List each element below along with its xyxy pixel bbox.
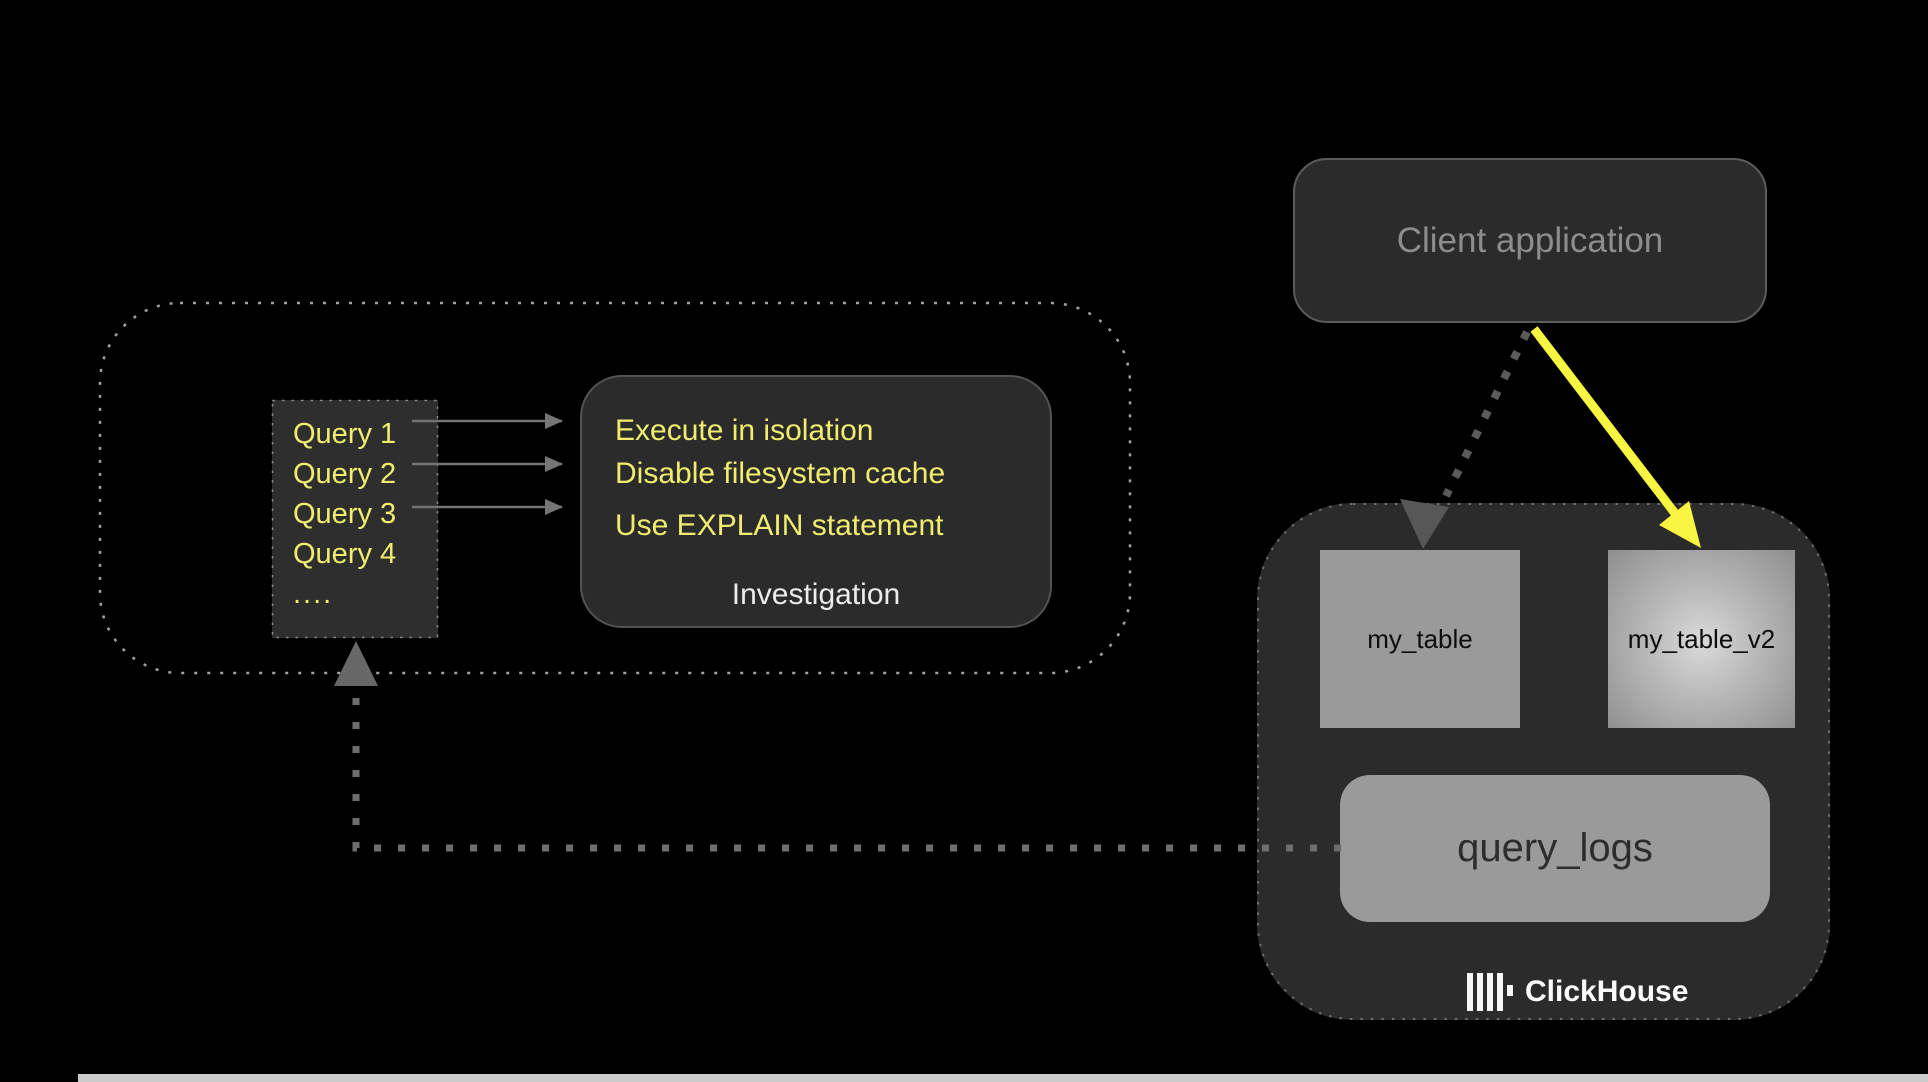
query-list-box: Query 1 Query 2 Query 3 Query 4 .... <box>272 400 438 638</box>
query-item: Query 4 <box>293 538 397 570</box>
investigation-tip-2: Disable filesystem cache <box>615 457 946 490</box>
my-table-v2-label: my_table_v2 <box>1627 623 1776 654</box>
investigation-tip-1: Execute in isolation <box>615 414 874 447</box>
clickhouse-bars-icon <box>1487 973 1493 1011</box>
my-table-v2-box: my_table_v2 <box>1608 550 1795 728</box>
query-item: Query 1 <box>293 418 397 450</box>
investigation-box: Execute in isolation Disable filesystem … <box>580 375 1052 628</box>
client-application-box: Client application <box>1293 158 1767 323</box>
my-table-box: my_table <box>1320 550 1520 728</box>
my-table-label: my_table <box>1367 623 1473 654</box>
feedback-up-arrowhead <box>334 641 378 686</box>
query-logs-box: query_logs <box>1340 775 1770 922</box>
clickhouse-dot-icon <box>1507 984 1513 996</box>
clickhouse-bars-icon <box>1467 973 1473 1011</box>
query-item: Query 2 <box>293 458 397 490</box>
clickhouse-logo: ClickHouse <box>1467 972 1688 1012</box>
client-application-label: Client application <box>1396 220 1664 260</box>
clickhouse-wordmark: ClickHouse <box>1525 975 1689 1008</box>
clickhouse-bars-icon <box>1497 973 1503 1011</box>
client-to-mytable-dotted-arrow <box>1442 330 1531 498</box>
investigation-tips: Execute in isolation Disable filesystem … <box>615 409 945 547</box>
querylogs-feedback-dotted-path <box>352 692 1341 852</box>
horizontal-scrollbar[interactable] <box>78 1074 1928 1082</box>
query-item-ellipsis: .... <box>293 578 334 610</box>
clickhouse-bars-icon <box>1477 973 1483 1011</box>
investigation-tip-3: Use EXPLAIN statement <box>615 509 944 542</box>
query-item: Query 3 <box>293 498 397 530</box>
client-to-mytablev2-yellow-arrow <box>1530 326 1681 519</box>
query-logs-label: query_logs <box>1457 826 1653 870</box>
investigation-caption: Investigation <box>731 578 901 611</box>
